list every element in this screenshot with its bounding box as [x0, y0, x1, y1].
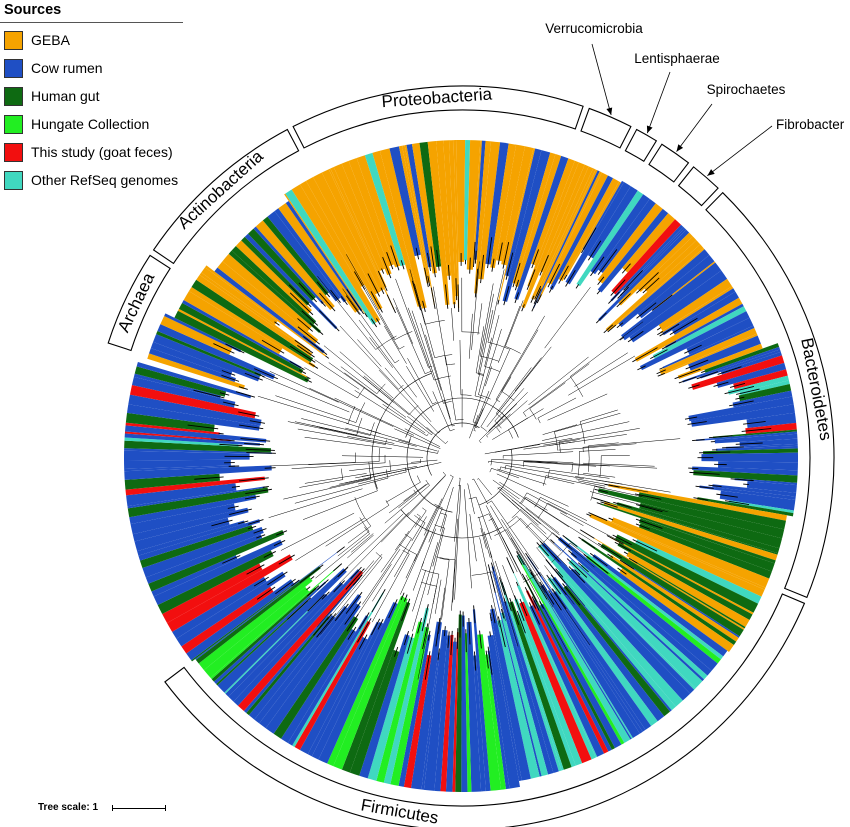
legend-item-human-gut: Human gut: [4, 85, 99, 107]
legend-item-other-refseq: Other RefSeq genomes: [4, 169, 178, 191]
tree-branches: [187, 227, 772, 680]
legend-label-geba: GEBA: [31, 32, 70, 48]
clade-label-spirochaetes: Spirochaetes: [707, 82, 786, 97]
sources-legend: Sources GEBA Cow rumen Human gut Hungate…: [0, 0, 184, 196]
clade-label-lentisphaerae: Lentisphaerae: [634, 51, 720, 66]
legend-swatch-this-study: [4, 142, 23, 162]
clade-label-proteobacteria: Proteobacteria: [381, 84, 493, 111]
source-color-sectors: [124, 139, 798, 792]
clade-label-fibrobacter: Fibrobacter: [776, 117, 845, 132]
legend-swatch-other-refseq: [4, 170, 23, 190]
legend-item-geba: GEBA: [4, 29, 70, 51]
legend-swatch-geba: [4, 30, 23, 50]
legend-swatch-cow-rumen: [4, 58, 23, 78]
legend-label-cow-rumen: Cow rumen: [31, 60, 103, 76]
legend-label-this-study: This study (goat feces): [31, 144, 173, 160]
legend-label-other-refseq: Other RefSeq genomes: [31, 172, 179, 188]
legend-swatch-hungate-collection: [4, 114, 23, 134]
clade-label-archaea: Archaea: [114, 269, 159, 335]
small-clade-callouts: VerrucomicrobiaLentisphaeraeSpirochaetes…: [545, 21, 845, 177]
legend-title: Sources: [4, 2, 62, 18]
legend-divider: [0, 22, 183, 23]
tree-scale-bar: [112, 804, 167, 811]
legend-item-this-study: This study (goat feces): [4, 141, 173, 163]
clade-label-verrucomicrobia: Verrucomicrobia: [545, 21, 643, 36]
tree-scale: Tree scale: 1: [38, 802, 167, 813]
legend-label-hungate-collection: Hungate Collection: [31, 116, 150, 132]
clade-label-actinobacteria: Actinobacteria: [174, 146, 267, 233]
legend-swatch-human-gut: [4, 86, 23, 106]
legend-item-hungate-collection: Hungate Collection: [4, 113, 149, 135]
tree-scale-label: Tree scale: 1: [38, 802, 99, 813]
legend-item-cow-rumen: Cow rumen: [4, 57, 103, 79]
legend-label-human-gut: Human gut: [31, 88, 100, 104]
